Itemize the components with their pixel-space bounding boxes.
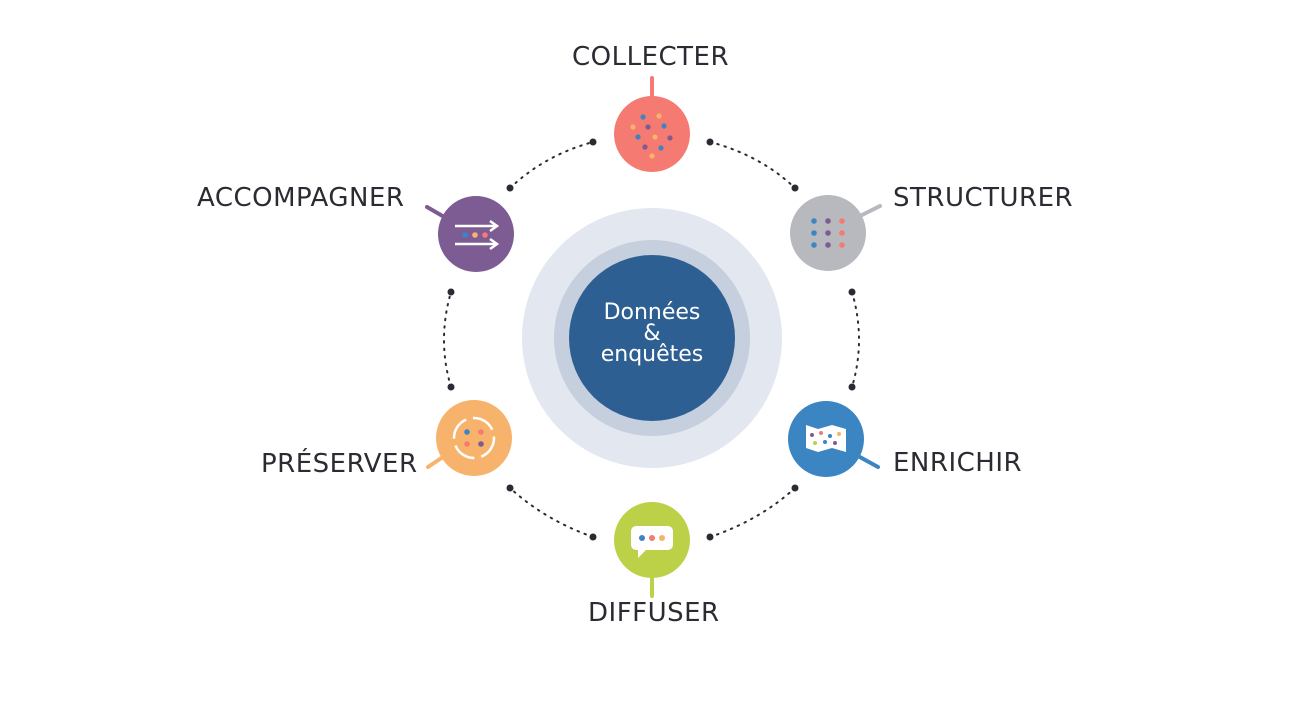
shield-ring-icon bbox=[452, 416, 496, 460]
scatter-dots-icon bbox=[630, 113, 673, 159]
node-collecter bbox=[614, 76, 690, 172]
map-dots-icon bbox=[806, 425, 846, 452]
center-title-line1: Données bbox=[603, 300, 701, 325]
label-structurer: STRUCTURER bbox=[893, 183, 1074, 213]
label-diffuser: DIFFUSER bbox=[588, 598, 720, 628]
center-title-line2: & bbox=[643, 321, 661, 346]
label-accompagner: ACCOMPAGNER bbox=[197, 183, 405, 213]
connector-diffuser-preserver bbox=[506, 484, 597, 541]
label-preserver: PRÉSERVER bbox=[261, 449, 418, 479]
node-enrichir bbox=[788, 401, 880, 477]
label-collecter: COLLECTER bbox=[572, 42, 730, 72]
arrows-right-icon bbox=[455, 219, 500, 251]
connector-line-2 bbox=[851, 291, 860, 388]
node-diffuser bbox=[614, 502, 690, 598]
connector-accompagner-collecter bbox=[506, 138, 597, 192]
center-circle bbox=[569, 255, 735, 421]
node-accompagner bbox=[425, 196, 514, 272]
connector-line-3 bbox=[709, 487, 796, 538]
center-title-line3: enquêtes bbox=[600, 342, 704, 367]
connector-line-6 bbox=[509, 141, 594, 189]
dotted-connectors bbox=[443, 138, 860, 541]
node-structurer bbox=[790, 195, 882, 271]
connector-line-5 bbox=[443, 291, 452, 388]
center-title: Données & enquêtes bbox=[569, 300, 735, 367]
grid-dots-icon bbox=[811, 218, 845, 248]
connector-enrichir-diffuser bbox=[706, 484, 799, 541]
connector-collecter-structurer bbox=[706, 138, 799, 192]
chat-bubble-icon bbox=[631, 526, 673, 558]
label-enrichir: ENRICHIR bbox=[893, 448, 1023, 478]
node-preserver bbox=[426, 400, 512, 476]
connector-line-4 bbox=[509, 487, 594, 538]
connector-line-1 bbox=[709, 141, 796, 189]
